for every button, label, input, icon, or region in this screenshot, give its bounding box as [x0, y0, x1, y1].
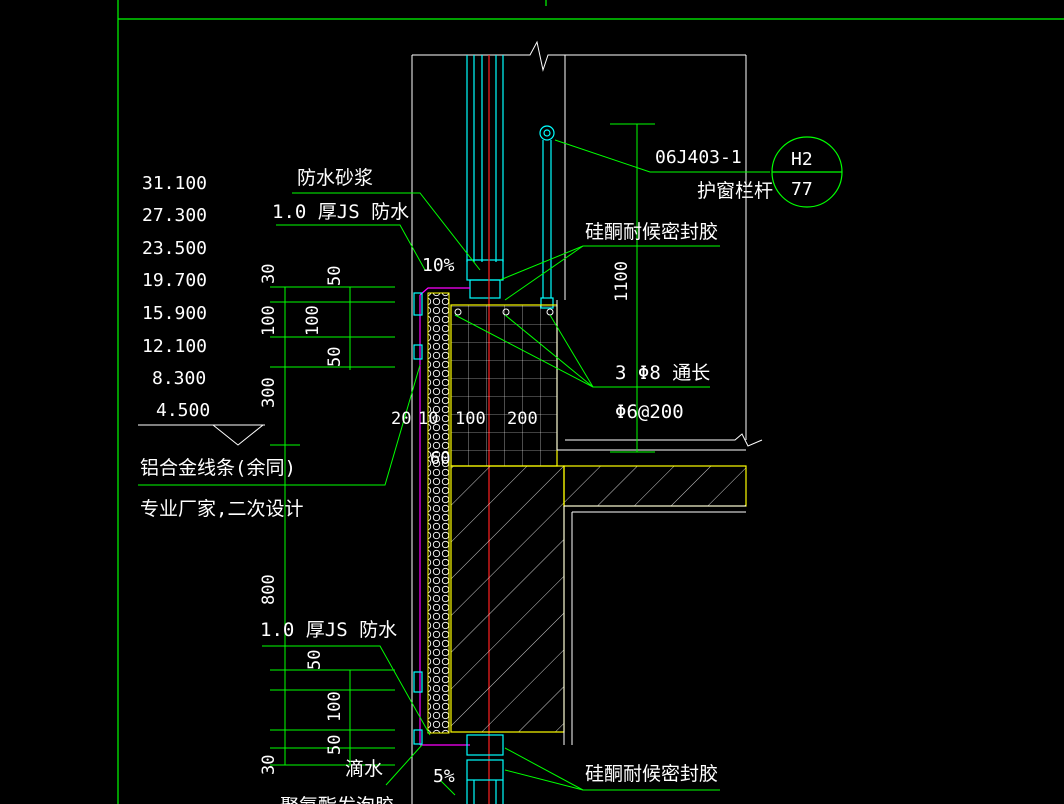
dim-left-800: 800: [259, 574, 279, 605]
label-ref-code: 06J403-1: [655, 147, 742, 168]
elevation-list: 31.100 27.300 23.500 19.700 15.900 12.10…: [142, 173, 210, 421]
label-silicone-top: 硅酮耐候密封胶: [585, 221, 718, 243]
elevation-marker: [138, 424, 265, 446]
elevation-value: 8.300: [152, 368, 206, 389]
dim-left-50-c: 50: [325, 735, 345, 755]
dim-height-1100: 1100: [612, 261, 632, 302]
label-js-waterproof-top: 1.0 厚JS 防水: [272, 201, 409, 223]
elevation-value: 4.500: [156, 400, 210, 421]
label-sheet-no: 77: [791, 179, 813, 200]
beam-section: [450, 300, 747, 745]
elevation-value: 12.100: [142, 336, 207, 357]
label-drip: 滴水: [345, 758, 383, 780]
dim-left-30-top: 30: [259, 264, 279, 284]
elevation-value: 31.100: [142, 173, 207, 194]
label-rebar-stirrup: Φ6@200: [615, 401, 684, 423]
dim-right-100: 100: [303, 305, 323, 336]
label-detail-no: H2: [791, 149, 813, 170]
dim-wall-100: 100: [455, 409, 486, 429]
dim-wall-60: 60: [430, 449, 450, 469]
dim-left-30-bottom: 30: [259, 755, 279, 775]
dim-left-300: 300: [259, 377, 279, 408]
wall-outline: [411, 40, 763, 804]
window-frame-bottom: [466, 734, 504, 804]
label-silicone-bottom: 硅酮耐候密封胶: [585, 763, 718, 785]
dimension-texts: 30 100 300 800 50 100 50 30 50 100 50 20…: [259, 261, 632, 775]
label-js-waterproof-bottom: 1.0 厚JS 防水: [260, 619, 397, 641]
label-waterproof-mortar: 防水砂浆: [297, 167, 373, 189]
elevation-value: 15.900: [142, 303, 207, 324]
label-vendor-design: 专业厂家,二次设计: [140, 498, 303, 520]
aluminum-strips: [413, 292, 423, 745]
window-frame-top: [466, 55, 504, 299]
label-slope-top: 10%: [422, 255, 455, 276]
railing: [539, 125, 555, 309]
dim-wall-10: 10: [418, 409, 438, 429]
elevation-value: 27.300: [142, 205, 207, 226]
label-cutoff-bottom: 聚氨酯发泡胶: [280, 795, 394, 804]
elevation-value: 23.500: [142, 238, 207, 259]
label-aluminum-strip: 铝合金线条(余同): [140, 457, 296, 479]
dim-wall-200: 200: [507, 409, 538, 429]
dim-right-50-b: 50: [325, 347, 345, 367]
frame: [117, 0, 1064, 804]
elevation-value: 19.700: [142, 270, 207, 291]
dim-left-50-b: 50: [305, 650, 325, 670]
dim-right-50: 50: [325, 266, 345, 286]
annotations: 防水砂浆 1.0 厚JS 防水 10% 硅酮耐候密封胶 06J403-1 护窗栏…: [140, 147, 813, 804]
dimension-lines: [270, 123, 655, 766]
dim-left-100-b: 100: [325, 691, 345, 722]
insulation-layer: [419, 287, 470, 746]
leader-lines: [138, 139, 770, 796]
dim-wall-20: 20: [391, 409, 411, 429]
detail-index-circle: [771, 136, 843, 208]
label-slope-bottom: 5%: [433, 766, 455, 787]
label-rebar-main: 3 Φ8 通长: [615, 362, 710, 384]
label-railing: 护窗栏杆: [697, 180, 773, 202]
dim-left-100: 100: [259, 305, 279, 336]
